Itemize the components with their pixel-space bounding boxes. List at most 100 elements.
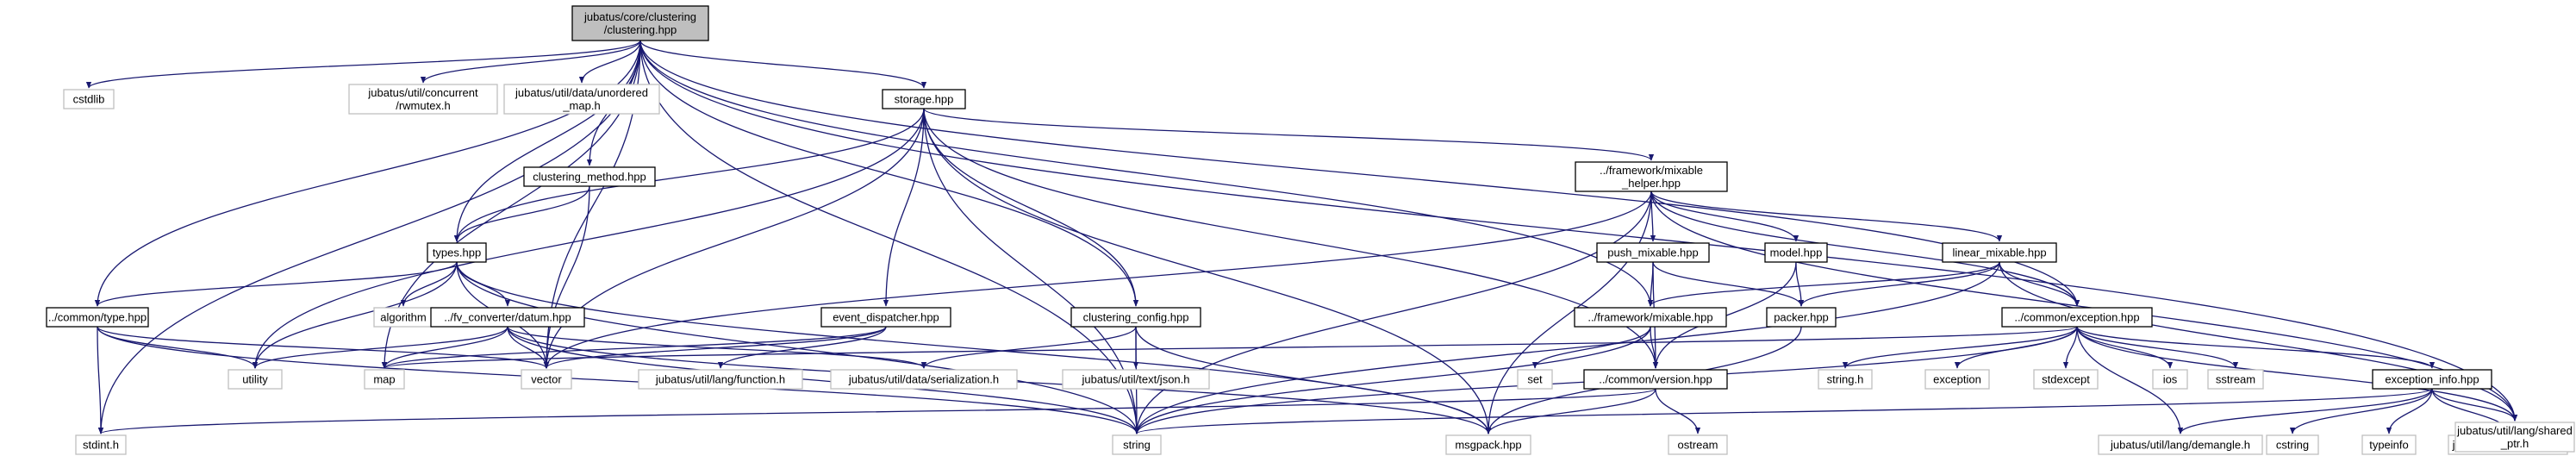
- edge-datum-to-map: [381, 326, 508, 369]
- node-box-unordered_map: [503, 84, 660, 115]
- node-model[interactable]: model.hpp: [1764, 242, 1828, 263]
- node-label-clustering_config: clustering_config.hpp: [1083, 311, 1189, 324]
- edge-mixable_helper-to-vector: [543, 191, 1652, 369]
- node-label-stdexcept: stdexcept: [2042, 373, 2090, 386]
- node-box-string_h: [1818, 369, 1873, 390]
- edge-linear_mixable-to-shared_ptr: [1999, 261, 2518, 422]
- node-push_mixable[interactable]: push_mixable.hpp: [1596, 242, 1710, 263]
- node-label-set: set: [1527, 373, 1543, 386]
- node-label-common_version: ../common/version.hpp: [1599, 373, 1712, 386]
- node-mixable_helper[interactable]: ../framework/mixable_helper.hpp: [1575, 161, 1728, 192]
- node-ostream: ostream: [1668, 434, 1728, 455]
- node-box-exception_info: [2372, 369, 2492, 390]
- edge-event_dispatcher-to-function: [717, 326, 887, 369]
- node-label-datum: ../fv_converter/datum.hpp: [444, 311, 571, 324]
- edge-framework_mixable-to-string: [1133, 326, 1651, 434]
- edge-datum-to-utility: [252, 326, 508, 369]
- edge-storage-to-event_dispatcher: [883, 108, 925, 307]
- edge-common_version-to-ostream: [1655, 388, 1701, 434]
- edge-common_exception-to-map: [382, 326, 2078, 369]
- node-function: jubatus/util/lang/function.h: [638, 369, 803, 390]
- node-linear_mixable[interactable]: linear_mixable.hpp: [1942, 242, 2057, 263]
- edge-clustering_config-to-msgpack: [1135, 326, 1492, 434]
- node-label-root: jubatus/core/clustering: [583, 10, 696, 23]
- node-label-clustering_method: clustering_method.hpp: [533, 171, 646, 184]
- node-label-cstdlib: cstdlib: [73, 93, 105, 106]
- node-box-clustering_method: [523, 166, 656, 187]
- node-label-serialization: jubatus/util/data/serialization.h: [848, 373, 999, 386]
- node-box-linear_mixable: [1942, 242, 2057, 263]
- node-clustering_config[interactable]: clustering_config.hpp: [1070, 307, 1201, 328]
- node-label-typeinfo: typeinfo: [2369, 439, 2409, 452]
- node-label-map: map: [373, 373, 395, 386]
- node-label-model: model.hpp: [1770, 247, 1823, 259]
- node-msgpack: msgpack.hpp: [1445, 434, 1531, 455]
- node-datum[interactable]: ../fv_converter/datum.hpp: [430, 307, 585, 328]
- edge-common_exception-to-stdexcept: [2062, 326, 2078, 369]
- node-label-mixable_helper: _helper.hpp: [1621, 177, 1681, 190]
- node-label-vector: vector: [531, 373, 562, 386]
- node-box-common_exception: [2001, 307, 2153, 328]
- node-label-event_dispatcher: event_dispatcher.hpp: [833, 311, 939, 324]
- edge-storage-to-vector: [543, 108, 925, 369]
- edge-common_exception-to-demangle: [2076, 326, 2184, 434]
- edge-common_exception-to-sstream: [2076, 326, 2239, 369]
- node-cstdlib: cstdlib: [63, 89, 115, 109]
- node-label-cstring: cstring: [2276, 439, 2309, 452]
- node-storage[interactable]: storage.hpp: [882, 89, 966, 109]
- node-common_type[interactable]: ../common/type.hpp: [46, 307, 149, 328]
- node-set: set: [1517, 369, 1553, 390]
- node-box-stdint: [75, 434, 127, 455]
- node-string_h: string.h: [1818, 369, 1873, 390]
- edge-clustering_method-to-types: [453, 185, 590, 242]
- edge-types-to-utility: [252, 261, 458, 369]
- edge-exception_info-to-demangle: [2177, 388, 2433, 434]
- node-exception_info[interactable]: exception_info.hpp: [2372, 369, 2492, 390]
- edge-clustering_method-to-vector: [543, 185, 590, 369]
- node-label-types: types.hpp: [433, 247, 481, 259]
- edge-root-to-shared_ptr: [639, 40, 2518, 422]
- node-stdexcept: stdexcept: [2033, 369, 2099, 390]
- node-label-common_exception: ../common/exception.hpp: [2014, 311, 2139, 324]
- node-box-framework_mixable: [1574, 307, 1727, 328]
- edge-linear_mixable-to-packer: [1798, 261, 2000, 307]
- edge-common_type-to-utility: [97, 326, 259, 369]
- edge-common_exception-to-string_h: [1842, 326, 2078, 369]
- node-label-ios: ios: [2163, 373, 2178, 386]
- node-label-json: jubatus/util/text/json.h: [1081, 373, 1189, 386]
- node-box-sstream: [2207, 369, 2264, 390]
- node-box-serialization: [830, 369, 1018, 390]
- edge-datum-to-string: [507, 326, 1140, 434]
- edge-storage-to-common_version: [923, 108, 1659, 369]
- node-box-clustering_config: [1070, 307, 1201, 328]
- edge-root-to-rwmutex: [420, 40, 641, 84]
- edge-common_exception-to-exception_info: [2076, 326, 2436, 369]
- node-algorithm: algorithm: [373, 307, 433, 328]
- node-common_version[interactable]: ../common/version.hpp: [1583, 369, 1728, 390]
- node-label-exception_info: exception_info.hpp: [2385, 373, 2479, 386]
- node-clustering_method[interactable]: clustering_method.hpp: [523, 166, 656, 187]
- node-packer[interactable]: packer.hpp: [1766, 307, 1837, 328]
- edge-exception_info-to-shared_ptr: [2431, 388, 2518, 422]
- node-event_dispatcher[interactable]: event_dispatcher.hpp: [820, 307, 951, 328]
- node-stdint: stdint.h: [75, 434, 127, 455]
- node-framework_mixable[interactable]: ../framework/mixable.hpp: [1574, 307, 1727, 328]
- node-types[interactable]: types.hpp: [427, 242, 487, 263]
- node-sstream: sstream: [2207, 369, 2264, 390]
- node-utility: utility: [228, 369, 283, 390]
- edge-root-to-stdint: [97, 40, 641, 434]
- node-box-map: [364, 369, 405, 390]
- node-box-rwmutex: [348, 84, 498, 115]
- node-map: map: [364, 369, 405, 390]
- node-label-function: jubatus/util/lang/function.h: [655, 373, 785, 386]
- edge-common_exception-to-shared_ptr: [2076, 326, 2518, 422]
- edge-root-to-string: [639, 40, 1140, 434]
- node-root[interactable]: jubatus/core/clustering/clustering.hpp: [571, 5, 709, 41]
- node-exception: exception: [1924, 369, 1990, 390]
- edge-mixable_helper-to-common_exception: [1650, 191, 2080, 307]
- edge-mixable_helper-to-msgpack: [1485, 191, 1652, 434]
- edge-framework_mixable-to-common_version: [1650, 326, 1659, 369]
- node-box-root: [571, 5, 709, 41]
- node-common_exception[interactable]: ../common/exception.hpp: [2001, 307, 2153, 328]
